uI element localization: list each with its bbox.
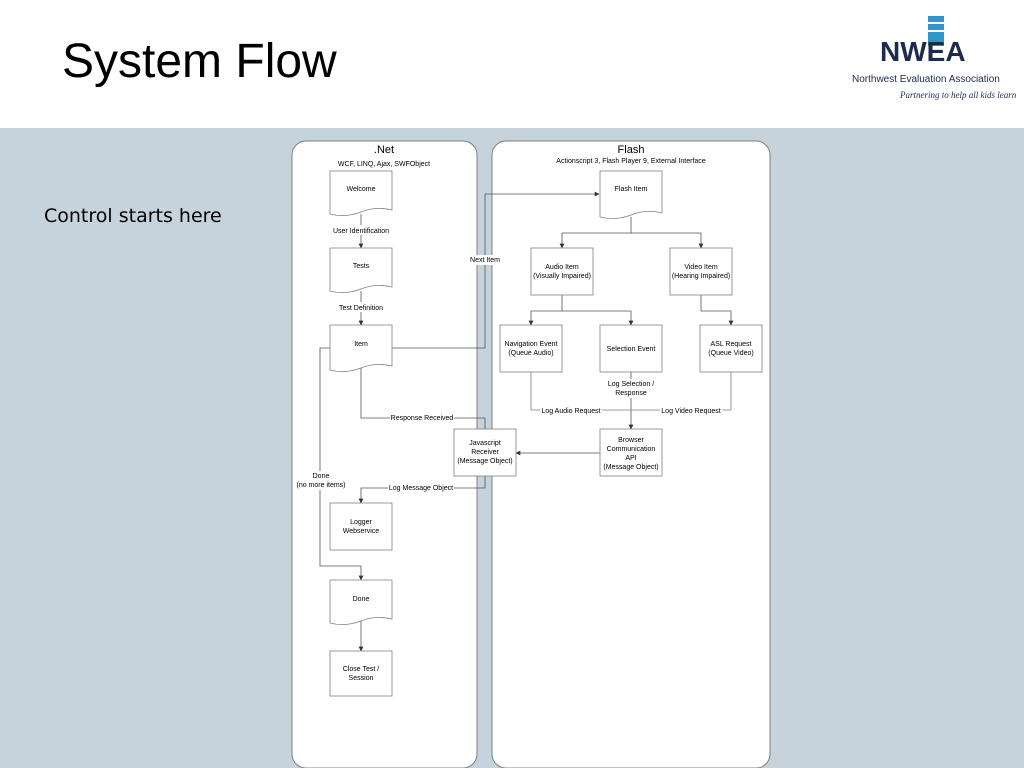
node-asl-request — [699, 324, 763, 373]
node-selection-event-label: Selection Event — [607, 346, 656, 353]
node-selection-event — [599, 324, 663, 373]
node-close-test-label-1: Close Test / — [343, 666, 379, 673]
connectors — [319, 191, 734, 652]
edge-label-log-selection: Log Selection / — [608, 381, 654, 388]
node-done-label: Done — [353, 596, 370, 603]
node-navigation-event — [499, 324, 563, 373]
node-js-receiver-label-2: Receiver — [471, 449, 499, 456]
edge-label-user-identification: User Identification — [333, 228, 389, 235]
node-asl-request-label-2: (Queue Video) — [708, 350, 753, 357]
node-flash-item-label: Flash Item — [615, 186, 648, 193]
edge-label-no-more-items: (no more items) — [296, 482, 345, 489]
node-logger-label-2: Webservice — [343, 528, 380, 535]
node-audio-item-label-2: (Visually Impaired) — [533, 273, 591, 280]
net-lane-title: .Net — [374, 144, 394, 156]
edge-label-log-video-request: Log Video Request — [661, 408, 720, 415]
node-item-label: Item — [354, 341, 368, 348]
node-browser-api-label-3: API — [625, 455, 636, 462]
node-welcome — [329, 170, 393, 216]
edge-label-response-received: Response Received — [391, 415, 454, 422]
nwea-logo: NWEA Northwest Evaluation Association Pa… — [850, 16, 1020, 106]
edge-label-log-selection-response: Response — [615, 390, 647, 397]
node-done — [329, 579, 393, 625]
node-close-test — [329, 650, 393, 697]
flash-lane-subtitle: Actionscript 3, Flash Player 9, External… — [556, 158, 706, 165]
node-navigation-event-label-2: (Queue Audio) — [508, 350, 553, 357]
node-browser-api-label-2: Communication — [607, 446, 656, 453]
logo-wordmark: NWEA — [880, 36, 966, 67]
node-browser-api-label-1: Browser — [618, 437, 644, 444]
edge-label-log-audio-request: Log Audio Request — [541, 408, 600, 415]
logo-org-name: Northwest Evaluation Association — [852, 74, 1000, 85]
node-js-receiver-label-1: Javascript — [469, 440, 501, 447]
node-welcome-label: Welcome — [346, 186, 375, 193]
node-flash-item — [599, 170, 663, 219]
node-item — [329, 324, 393, 372]
node-js-receiver — [453, 428, 517, 477]
node-video-item-label-2: (Hearing Impaired) — [672, 273, 730, 280]
control-starts-note: Control starts here — [44, 205, 222, 227]
node-tests — [329, 247, 393, 293]
net-lane-subtitle: WCF, LINQ, Ajax, SWFObject — [338, 161, 430, 168]
node-navigation-event-label-1: Navigation Event — [505, 341, 558, 348]
node-logger-label-1: Logger — [350, 519, 372, 526]
logo-bars-icon — [928, 16, 944, 46]
node-audio-item — [530, 247, 594, 296]
slide-title: System Flow — [62, 35, 337, 88]
logo-tagline: Partnering to help all kids learn — [900, 90, 1017, 100]
node-close-test-label-2: Session — [349, 675, 374, 682]
node-video-item — [669, 247, 733, 296]
node-tests-label: Tests — [353, 263, 370, 270]
edge-label-test-definition: Test Definition — [339, 305, 383, 312]
node-asl-request-label-1: ASL Request — [711, 341, 752, 348]
slide-header: System Flow NWEA Northwest Evaluation As… — [0, 0, 1024, 128]
node-browser-api — [599, 428, 663, 477]
node-browser-api-label-4: (Message Object) — [603, 464, 658, 471]
edge-label-done: Done — [313, 473, 330, 480]
node-logger — [329, 502, 393, 551]
edge-label-log-message-object: Log Message Object — [389, 485, 453, 492]
node-video-item-label-1: Video Item — [684, 264, 718, 271]
edge-label-next-item: Next Item — [470, 257, 500, 264]
node-audio-item-label-1: Audio Item — [545, 264, 579, 271]
flash-lane-title: Flash — [618, 144, 645, 156]
node-js-receiver-label-3: (Message Object) — [457, 458, 512, 465]
